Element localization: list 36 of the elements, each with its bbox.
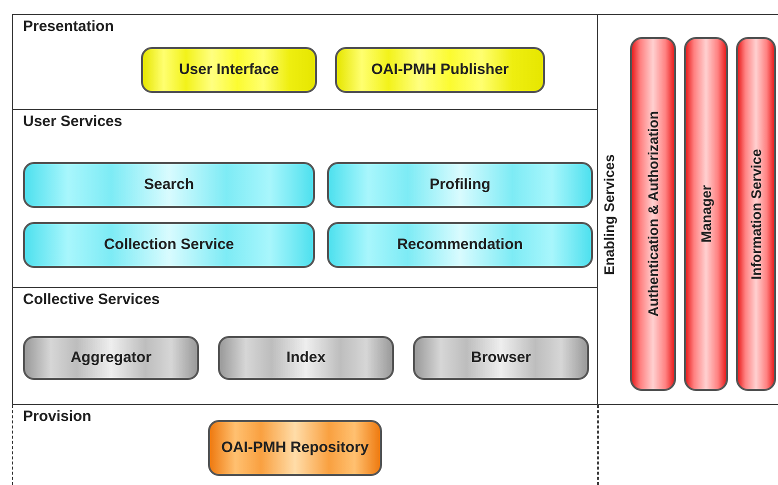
component-label: OAI-PMH Repository — [220, 438, 370, 458]
component-box — [141, 47, 317, 93]
pillar-label: Information Service — [748, 148, 764, 280]
pillar-label: Authentication & Authorization — [645, 111, 661, 317]
panel-heading: Enabling Services — [601, 154, 617, 278]
layer-heading: Provision — [23, 408, 92, 425]
layer-heading: Collective Services — [23, 291, 160, 308]
pillar-label: Manager — [698, 185, 714, 243]
component-box — [327, 222, 593, 268]
component-label: Index — [285, 348, 327, 368]
side-panel — [598, 14, 778, 405]
component-label: Collection Service — [102, 236, 236, 254]
component-box — [23, 162, 315, 208]
component-box — [327, 162, 593, 208]
component-label: User Interface — [178, 60, 280, 80]
component-box — [23, 222, 315, 268]
component-label: Search — [142, 176, 196, 194]
component-box — [413, 336, 589, 380]
component-box — [335, 47, 545, 93]
layer-panel — [12, 14, 598, 110]
layer-heading: Presentation — [23, 18, 114, 35]
layer-heading: User Services — [23, 113, 122, 130]
layer-panel — [12, 405, 598, 485]
layer-panel — [12, 110, 598, 288]
component-label: Recommendation — [396, 236, 524, 254]
service-pillar — [736, 37, 776, 391]
component-box — [208, 420, 382, 476]
component-label: OAI-PMH Publisher — [370, 60, 510, 80]
layer-panel — [12, 288, 598, 405]
service-pillar — [684, 37, 728, 391]
component-box — [23, 336, 199, 380]
service-pillar — [630, 37, 676, 391]
component-label: Browser — [470, 348, 532, 368]
component-label: Profiling — [428, 176, 492, 194]
component-box — [218, 336, 394, 380]
component-label: Aggregator — [70, 348, 152, 368]
